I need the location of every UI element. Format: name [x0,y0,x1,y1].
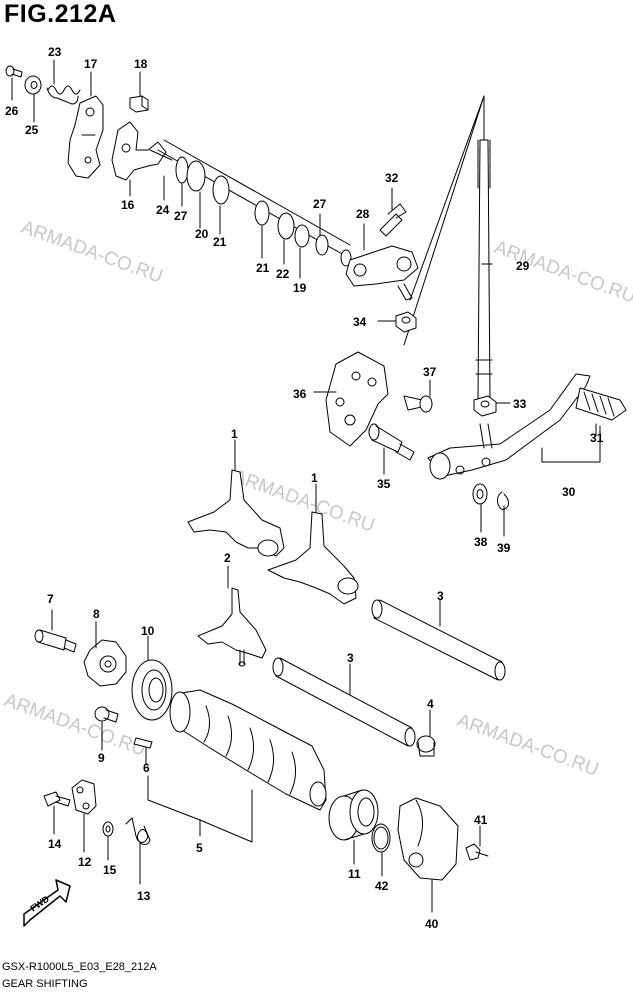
washer-38 [472,483,488,505]
pedal-31 [575,387,627,421]
screw-9 [94,706,119,723]
part-number-label: 31 [590,431,604,445]
part-number-label: 4 [427,697,434,711]
part-number-label: 27 [313,197,327,211]
part-number-label: 34 [353,315,367,329]
bolt-37 [403,395,433,413]
shift-shaft-16 [111,121,173,181]
part-number-label: 29 [516,259,530,273]
part-number-label: 32 [385,171,399,185]
cover-40 [397,797,459,881]
fork-shaft-3b [272,657,416,747]
screw-26 [5,65,23,78]
shift-fork-1a [187,469,285,557]
part-number-label: 3 [437,589,444,603]
part-number-label: 41 [474,813,488,827]
figure-title: FIG.212A [4,0,117,28]
part-number-label: 37 [423,365,437,379]
plug-4 [416,735,436,757]
part-number-label: 14 [48,837,62,851]
pivot-bolt-35 [368,423,415,461]
part-number-label: 40 [425,917,439,931]
nut-33 [473,395,497,417]
bolt-18 [129,95,149,113]
bearing-10 [131,659,173,721]
part-number-label: 8 [93,607,100,621]
fork-shaft-3a [371,599,506,681]
part-number-label: 23 [48,45,62,59]
watermark: ARMADA-CO.RU [454,710,601,781]
part-number-label: 42 [375,879,389,893]
o-ring-42 [371,823,391,853]
part-number-label: 21 [256,261,270,275]
part-number-label: 11 [348,867,361,881]
diagram-description: GEAR SHIFTING [2,978,88,990]
fwd-arrow-icon [23,879,71,927]
part-number-label: 25 [25,123,39,137]
washer-25 [24,75,42,95]
part-number-label: 27 [174,209,188,223]
part-number-label: 19 [293,281,307,295]
part-number-label: 2 [224,551,231,565]
part-number-label: 30 [562,485,576,499]
bolt-32 [379,203,407,237]
rod-29-leader [403,95,485,346]
bolt-41 [465,843,489,861]
shift-shaft-rod [157,139,352,267]
pin-6 [133,737,153,749]
shift-fork-1b [267,511,359,605]
part-number-label: 16 [121,198,135,212]
drum-cam-8 [83,639,127,687]
part-number-label: 3 [347,651,354,665]
part-number-label: 18 [134,57,148,71]
washer-15 [102,821,114,837]
part-number-label: 5 [196,841,203,855]
part-number-label: 33 [513,397,527,411]
lever-30-leader [541,425,601,463]
part-number-label: 24 [156,203,170,217]
part-number-label: 9 [98,751,105,765]
leader-lines [11,59,597,913]
part-number-label: 6 [143,761,150,775]
circlip-39 [497,491,509,510]
part-number-label: 7 [47,592,54,606]
watermark: ARMADA-CO.RU [1,690,148,761]
part-number-label: 12 [78,855,92,869]
part-number-label: 36 [293,387,307,401]
pin-7 [34,629,77,653]
shift-drum-5 [169,689,327,811]
part-number-label: 1 [311,471,318,485]
part-number-label: 1 [231,427,238,441]
part-number-label: 13 [137,889,151,903]
watermark: ARMADA-CO.RU [491,237,633,308]
part-number-label: 15 [103,863,117,877]
part-number-label: 26 [5,104,19,118]
part-number-label: 21 [213,235,227,249]
gearshift-lever-30 [427,373,591,480]
part-number-label: 38 [474,535,488,549]
part-number-label: 22 [276,267,290,281]
part-number-label: 39 [497,541,511,555]
stopper-12 [71,779,97,815]
part-number-label: 17 [84,57,98,71]
bolt-14 [43,791,71,807]
part-number-label: 10 [141,624,155,638]
part-number-label: 20 [195,227,209,241]
part-number-label: 28 [356,207,370,221]
diagram-code: GSX-R1000L5_E03_E28_212A [2,961,157,973]
spring-13 [125,817,151,845]
gearshift-rod-29 [475,95,493,401]
shift-lever-28 [345,245,419,301]
watermark: ARMADA-CO.RU [18,217,165,288]
nut-34 [395,311,417,333]
part-number-label: 35 [377,477,391,491]
needle-bearing-11 [328,789,379,841]
shift-fork-2 [197,587,267,667]
footrest-bracket-36 [325,351,389,447]
cam-plate-17 [67,95,104,179]
spring-23 [46,85,81,105]
